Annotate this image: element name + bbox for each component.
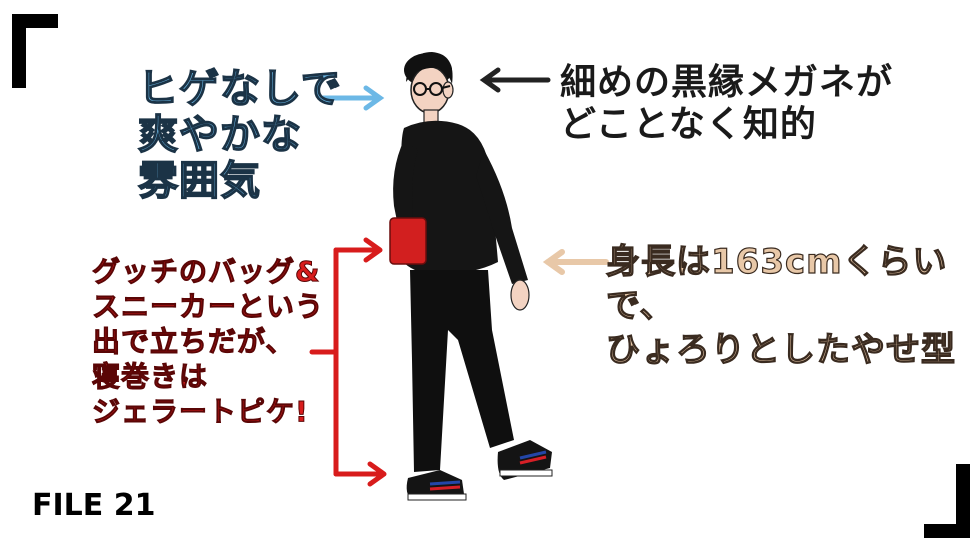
arrow-left-icon bbox=[479, 67, 551, 93]
annotation-height: 身長は163cmくらいで、 ひょろりとしたやせ型 bbox=[605, 240, 980, 372]
right-arm bbox=[476, 150, 528, 284]
annotation-line: 身長は163cmくらいで、 bbox=[605, 241, 948, 326]
sneaker-right-icon bbox=[497, 440, 553, 480]
corner-bracket-top-left-icon-vertical bbox=[12, 14, 26, 88]
corner-bracket-bottom-right-icon-vertical bbox=[956, 464, 970, 538]
annotation-glasses: 細めの黒縁メガネが どことなく知的 bbox=[560, 62, 893, 146]
annotation-line: 寝巻きは bbox=[91, 360, 209, 394]
annotation-line: グッチのバッグ& bbox=[91, 255, 321, 289]
annotation-line: スニーカーという bbox=[91, 290, 325, 324]
arrow-left-icon-tan bbox=[542, 249, 609, 275]
arrow-right-icon bbox=[319, 85, 385, 111]
glasses-icon bbox=[413, 82, 451, 96]
annotation-line: 出で立ちだが、 bbox=[91, 325, 295, 359]
left-arm bbox=[393, 140, 418, 236]
clutch-bag bbox=[389, 217, 427, 265]
bracket-arrows-icon bbox=[309, 237, 387, 487]
sneaker-left-icon bbox=[406, 470, 467, 501]
annotation-line: ひょろりとしたやせ型 bbox=[605, 329, 956, 370]
ear bbox=[442, 81, 454, 99]
annotation-line: ヒゲなしで bbox=[137, 65, 342, 113]
file-label: FILE 21 bbox=[32, 488, 156, 523]
pants bbox=[410, 270, 514, 472]
annotation-outfit: グッチのバッグ& スニーカーという 出で立ちだが、 寝巻きは ジェラートピケ! bbox=[91, 254, 325, 429]
annotation-line: どことなく知的 bbox=[560, 104, 817, 145]
annotation-line: 雰囲気 bbox=[137, 157, 261, 205]
annotation-face: ヒゲなしで 爽やかな 雰囲気 bbox=[137, 65, 342, 205]
annotation-line: 爽やかな bbox=[137, 111, 302, 159]
annotation-line: 細めの黒縁メガネが bbox=[560, 62, 894, 103]
right-hand bbox=[510, 279, 530, 311]
annotation-line: ジェラートピケ! bbox=[91, 395, 309, 429]
hair-top bbox=[406, 52, 453, 84]
